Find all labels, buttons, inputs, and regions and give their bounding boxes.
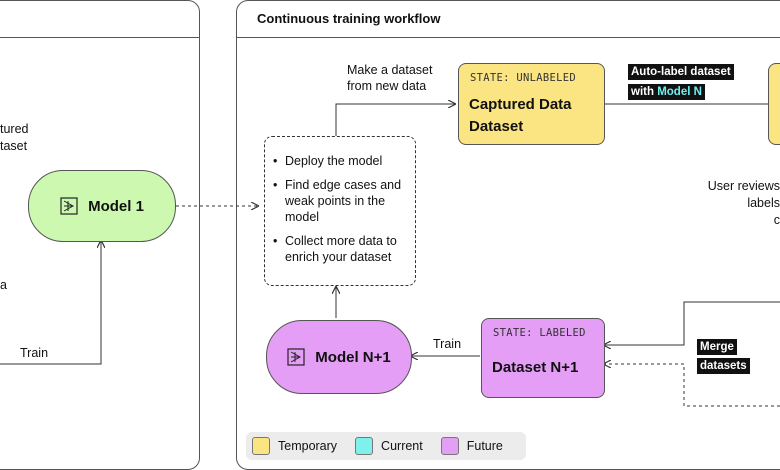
user-review-fragment-3: c — [773, 213, 780, 227]
dataset-n1-node[interactable]: STATE: LABELED Dataset N+1 — [481, 318, 605, 398]
left-text-fragment-1: tured — [0, 122, 29, 136]
captured-label-line2: Dataset — [469, 118, 524, 135]
make-dataset-label: Make a dataset from new data — [347, 63, 433, 93]
left-text-fragment-3: a — [0, 278, 7, 292]
legend-label: Future — [466, 439, 503, 453]
legend-item-future: Future — [440, 437, 503, 455]
cropped-temporary-node — [768, 63, 780, 145]
captured-data-node[interactable]: STATE: UNLABELED Captured Data Dataset — [458, 63, 605, 145]
auto-label-line2: with Model N — [628, 84, 705, 100]
workflow-steps-box: Deploy the model Find edge cases and wea… — [264, 136, 416, 286]
left-text-fragment-2: taset — [0, 139, 28, 153]
merge-datasets-tag: Merge datasets — [697, 337, 750, 374]
dataset-state: STATE: LABELED — [493, 327, 586, 339]
panel-title: Continuous training workflow — [257, 11, 441, 26]
legend-item-current: Current — [355, 437, 423, 455]
right-panel-header — [237, 1, 780, 38]
step-item: Collect more data to enrich your dataset — [273, 233, 413, 265]
auto-label-prefix: with — [631, 86, 658, 98]
legend: Temporary Current Future — [246, 432, 526, 460]
left-train-arrow — [0, 241, 101, 365]
legend-item-temporary: Temporary — [252, 437, 337, 455]
legend-label: Temporary — [278, 439, 338, 453]
model-n-highlight: Model N — [657, 86, 702, 98]
legend-label: Current — [381, 439, 423, 453]
auto-label-line1: Auto-label dataset — [628, 64, 734, 80]
model-1-node[interactable]: Model 1 — [28, 170, 176, 242]
model-icon — [60, 197, 78, 215]
model-icon — [287, 348, 305, 366]
train-label: Train — [433, 337, 462, 351]
workflow-steps-list: Deploy the model Find edge cases and wea… — [273, 153, 413, 273]
user-review-fragment-1: User reviews — [707, 179, 780, 193]
model-n1-label: Model N+1 — [315, 348, 391, 366]
legend-swatch — [355, 437, 374, 455]
left-panel-header — [0, 1, 199, 38]
captured-label-line1: Captured Data — [469, 96, 572, 113]
merge-solid-arrow — [604, 301, 780, 345]
merge-dashed-arrow — [604, 364, 780, 407]
user-review-fragment-2: labels — [747, 196, 780, 210]
legend-swatch — [252, 437, 270, 455]
step-item: Deploy the model — [273, 153, 413, 169]
step-item: Find edge cases and weak points in the m… — [273, 177, 413, 225]
auto-label-tag: Auto-label dataset with Model N — [628, 62, 734, 100]
merge-line2: datasets — [697, 358, 750, 374]
model-n1-node[interactable]: Model N+1 — [266, 320, 412, 394]
merge-line1: Merge — [697, 339, 737, 355]
model-1-label: Model 1 — [88, 197, 144, 215]
steps-to-captured-arrow — [335, 104, 455, 136]
left-train-label: Train — [20, 346, 49, 360]
dataset-n1-label: Dataset N+1 — [492, 359, 579, 376]
legend-swatch — [440, 437, 459, 455]
captured-state: STATE: UNLABELED — [470, 72, 576, 84]
